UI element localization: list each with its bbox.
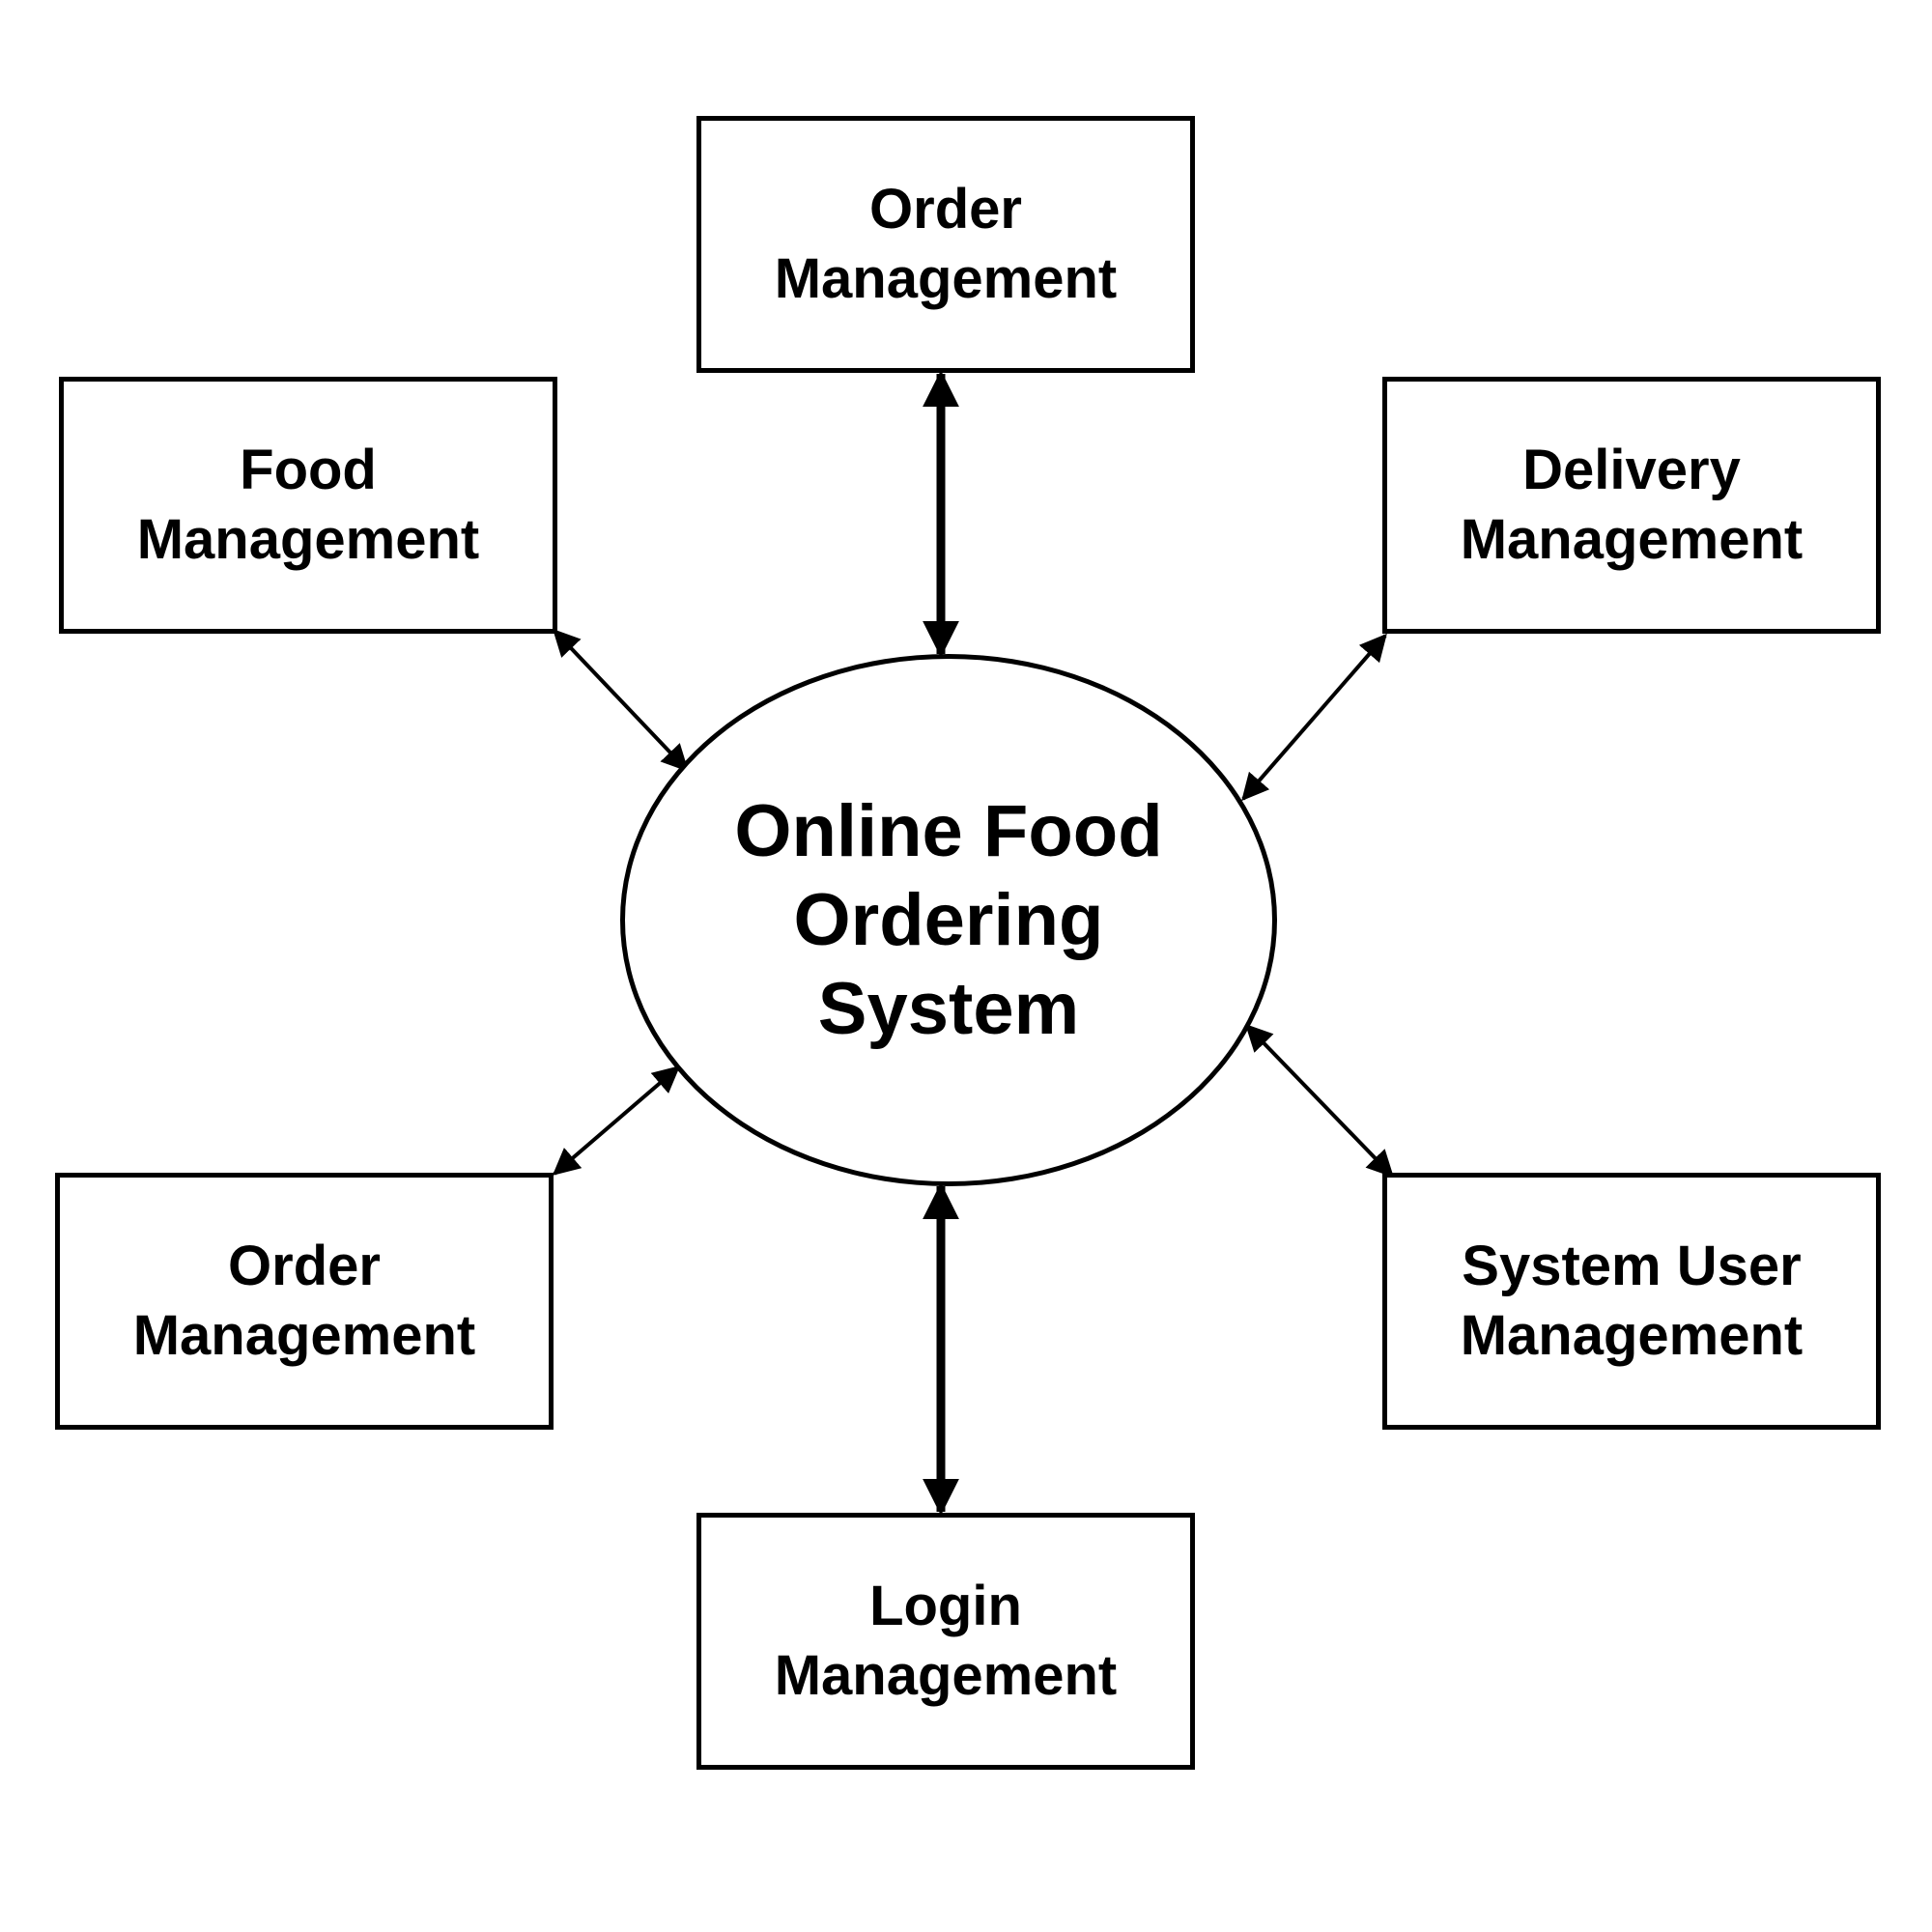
central-system-title-line1: Online Food xyxy=(734,789,1163,872)
module-label-line2: Management xyxy=(136,508,480,571)
central-system-title-line2: Ordering xyxy=(793,878,1104,961)
module-label-line1: System User xyxy=(1462,1235,1802,1297)
module-label-line2: Management xyxy=(132,1304,476,1367)
connector-top-right xyxy=(1241,633,1387,802)
module-label-line1: Food xyxy=(240,439,377,501)
module-top-order-management: Order Management xyxy=(696,116,1195,373)
module-system-user-management: System User Management xyxy=(1382,1173,1881,1430)
connector-top-left xyxy=(553,628,689,773)
module-food-management: Food Management xyxy=(59,377,557,634)
module-label-line2: Management xyxy=(1460,508,1804,571)
module-bottom-left-order-management: Order Management xyxy=(55,1173,554,1430)
module-label-line1: Login xyxy=(869,1575,1022,1637)
module-delivery-management: Delivery Management xyxy=(1382,377,1881,634)
module-label-line2: Management xyxy=(774,1644,1118,1707)
module-label-line1: Delivery xyxy=(1522,439,1741,501)
module-label-line1: Order xyxy=(228,1235,381,1297)
module-label-line2: Management xyxy=(774,247,1118,310)
connector-bottom-left xyxy=(552,1065,681,1176)
central-system-node: Online Food Ordering System xyxy=(620,654,1277,1186)
module-label-line1: Order xyxy=(869,178,1022,241)
connector-bottom-right xyxy=(1245,1023,1394,1179)
central-system-title-line3: System xyxy=(817,967,1080,1050)
module-label-line2: Management xyxy=(1460,1304,1804,1367)
module-login-management: Login Management xyxy=(696,1513,1195,1770)
